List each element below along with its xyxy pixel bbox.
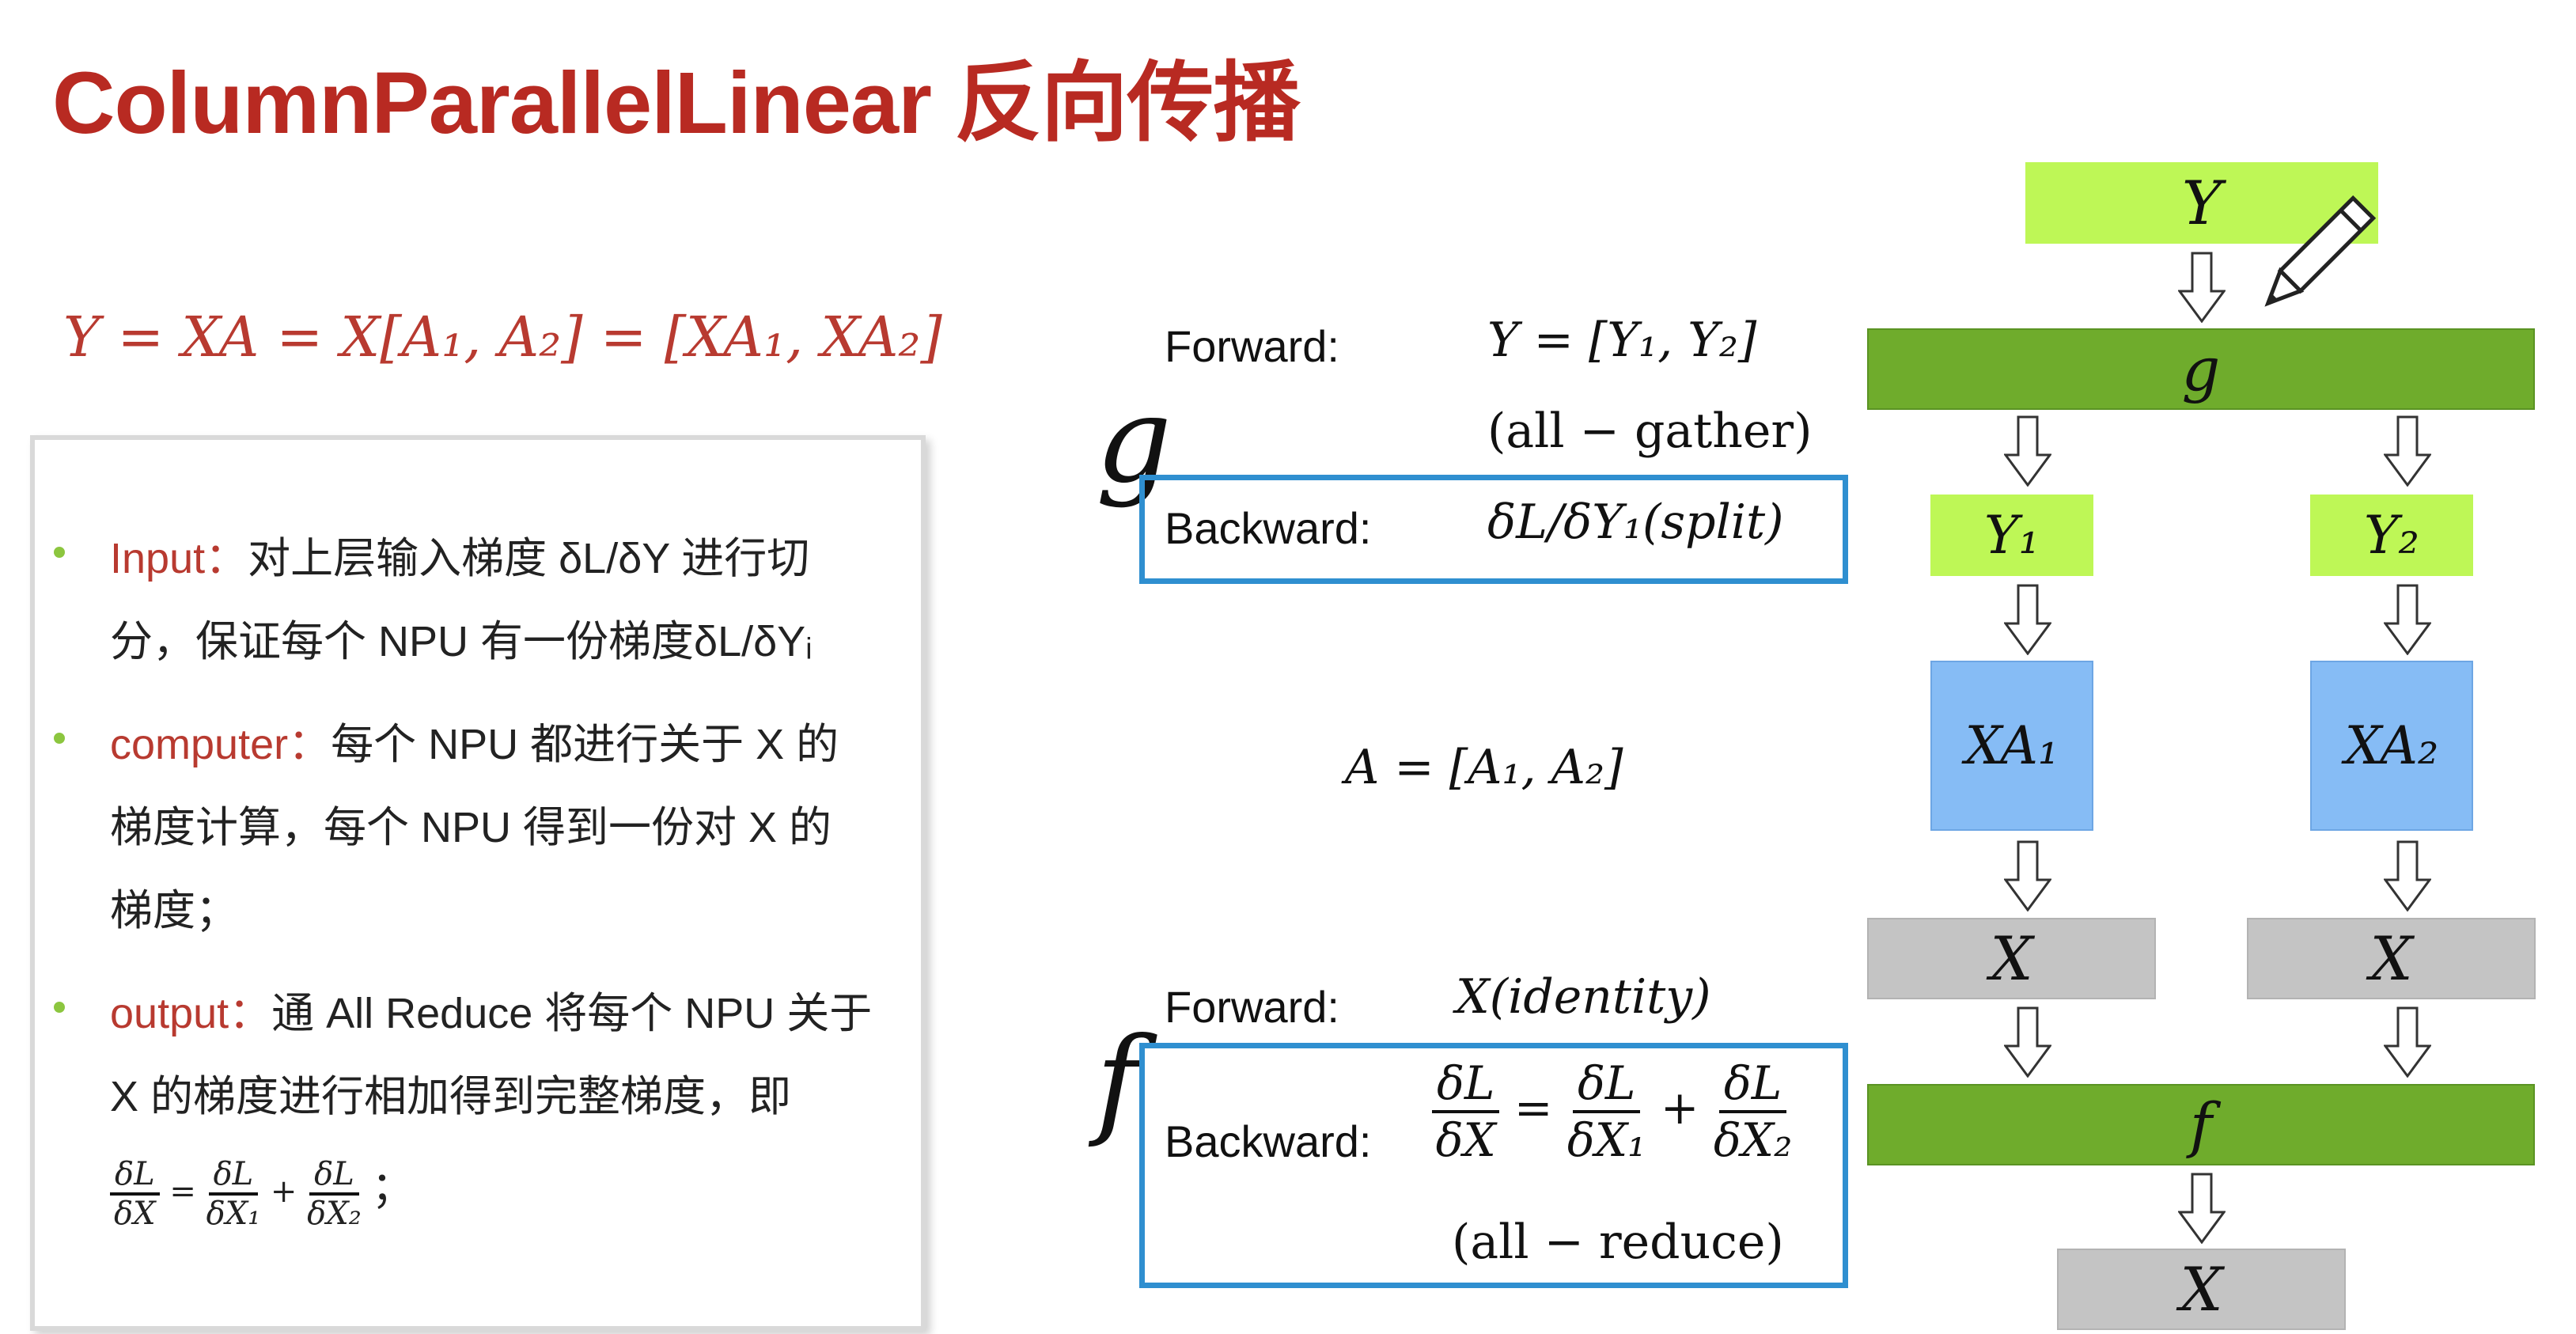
bullet-dot — [54, 1002, 65, 1013]
a-formula: A = [A₁, A₂] — [1345, 740, 1623, 795]
page-title: ColumnParallelLinear 反向传播 — [52, 55, 1300, 152]
bullet-keyword-output: output： — [110, 990, 272, 1037]
f-backward-label: Backward: — [1165, 1116, 1372, 1166]
arrow-down-icon — [2384, 1006, 2431, 1078]
bullet-computer-line3: 梯度； — [110, 887, 238, 934]
g-symbol: g — [1096, 372, 1172, 510]
node-y1: Y₁ — [1930, 495, 2093, 576]
g-backward-math: δL/δY₁(split) — [1487, 495, 1784, 550]
node-y2: Y₂ — [2310, 495, 2473, 576]
node-xa2: XA₂ — [2310, 661, 2473, 831]
g-forward-note: (all − gather) — [1487, 404, 1813, 459]
node-x-right: X — [2247, 918, 2536, 999]
node-xa1: XA₁ — [1930, 661, 2093, 831]
pencil-icon — [2264, 195, 2377, 307]
bullet-dot — [54, 733, 65, 744]
node-g: g — [1867, 328, 2535, 410]
arrow-down-icon — [2384, 415, 2431, 487]
arrow-down-icon — [2004, 1006, 2051, 1078]
bullet-box: Input：对上层输入梯度 δL/δY 进行切 分，保证每个 NPU 有一份梯度… — [30, 435, 926, 1331]
f-symbol: f — [1096, 1013, 1140, 1150]
bullet-computer-line1: computer：每个 NPU 都进行关于 X 的 — [110, 721, 839, 768]
arrow-down-icon — [2004, 584, 2051, 655]
bullet-keyword-computer: computer： — [110, 721, 331, 768]
g-backward-label: Backward: — [1165, 503, 1372, 553]
bullet-input-line2: 分，保证每个 NPU 有一份梯度δL/δYᵢ — [110, 618, 813, 665]
main-formula: Y = XA = X[A₁, A₂] = [XA₁, XA₂] — [63, 305, 942, 370]
node-y-top: Y — [2025, 162, 2378, 244]
f-backward-note: (all − reduce) — [1452, 1215, 1784, 1270]
g-forward-label: Forward: — [1165, 321, 1339, 371]
bullet-input-line1: Input：对上层输入梯度 δL/δY 进行切 — [110, 535, 810, 582]
bullet-output-line2: X 的梯度进行相加得到完整梯度，即 — [110, 1073, 792, 1120]
bullet-output-line1: output：通 All Reduce 将每个 NPU 关于 — [110, 990, 873, 1037]
bullet-keyword-input: Input： — [110, 535, 248, 582]
g-backward-box — [1139, 475, 1848, 584]
f-forward-label: Forward: — [1165, 982, 1339, 1032]
f-backward-box — [1139, 1043, 1848, 1288]
arrow-down-icon — [2004, 840, 2051, 911]
arrow-down-icon — [2004, 415, 2051, 487]
arrow-down-icon — [2178, 252, 2226, 323]
f-forward-math: X(identity) — [1456, 969, 1711, 1025]
arrow-down-icon — [2384, 584, 2431, 655]
arrow-down-icon — [2178, 1173, 2226, 1244]
bullet-dot — [54, 547, 65, 558]
g-forward-math: Y = [Y₁, Y₂] — [1487, 313, 1757, 368]
node-x-left: X — [1867, 918, 2156, 999]
node-x-bottom: X — [2057, 1249, 2346, 1330]
bullet-computer-line2: 梯度计算，每个 NPU 得到一份对 X 的 — [110, 804, 832, 851]
arrow-down-icon — [2384, 840, 2431, 911]
node-f: f — [1867, 1084, 2535, 1165]
